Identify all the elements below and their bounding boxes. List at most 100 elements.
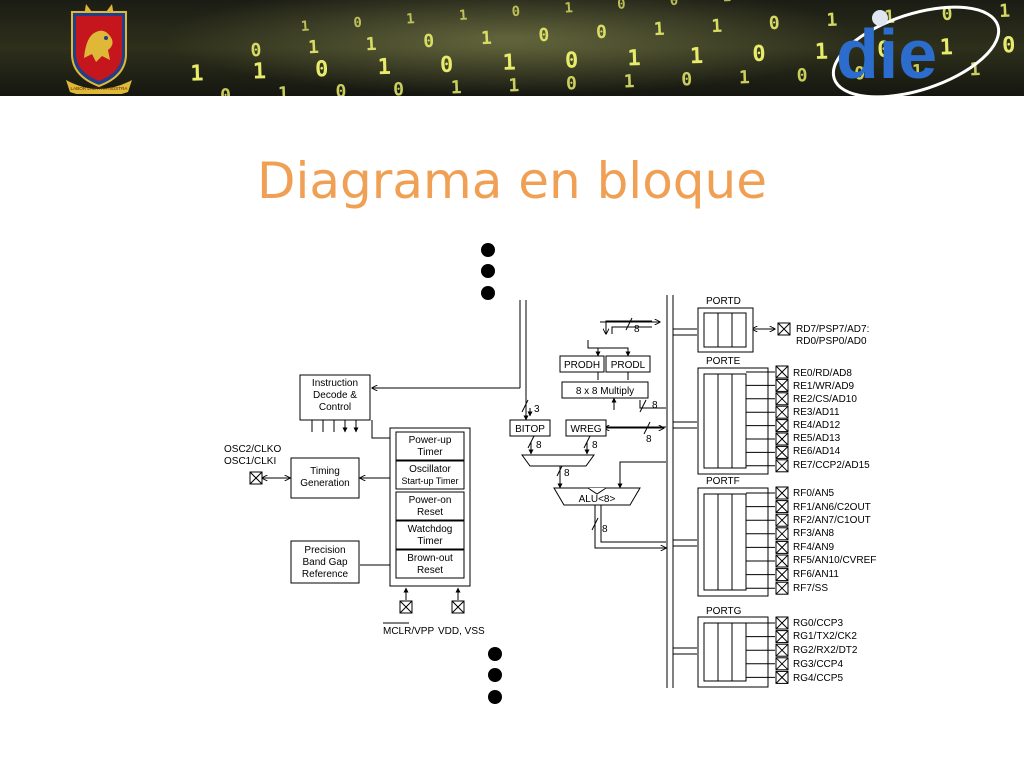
- pin-label: RF7/SS: [793, 583, 828, 594]
- pin-connector-icon: [775, 405, 789, 419]
- pin-label: RG1/TX2/CK2: [793, 631, 857, 642]
- block-label: PRODL: [611, 360, 646, 371]
- bus-width-label: 8: [536, 440, 542, 451]
- pin-connector-icon: [775, 432, 789, 446]
- pin-label: MCLR/VPP: [383, 626, 434, 637]
- pin-label: RD7/PSP7/AD7:: [796, 324, 869, 335]
- block-label: Reference: [302, 569, 349, 580]
- pin-connector-icon: [775, 581, 789, 595]
- pin-label: RF2/AN7/C1OUT: [793, 515, 871, 526]
- pin-connector-icon: [775, 378, 789, 392]
- port-e: PORTE RE0/RD/AD8 RE1/WR/AD9 RE2/CS/AD10 …: [697, 356, 870, 475]
- alu-block: ALU<8>: [553, 487, 641, 506]
- pin-connector-icon: [775, 419, 789, 433]
- pin-label: RG0/CCP3: [793, 618, 843, 629]
- pin-connector-icon: [775, 568, 789, 582]
- pin-connector-icon: [775, 459, 789, 473]
- block-label: Timer: [417, 536, 443, 547]
- pin-connector-icon: [775, 392, 789, 406]
- pin-connector-icon: [775, 513, 789, 527]
- block-label: Band Gap: [302, 557, 347, 568]
- block-label: Decode &: [313, 390, 357, 401]
- port-d: PORTD RD7/PSP7/AD7: RD0/PSP0/AD0: [697, 296, 869, 353]
- ellipsis-dots-bottom: [488, 647, 502, 704]
- osc-label: OSC1/CLKI: [224, 456, 276, 467]
- university-crest-logo: LABOR LAETITIA NOSTRA: [66, 4, 132, 94]
- pin-label: RF4/AN9: [793, 542, 835, 553]
- vdd-pin-icon: [451, 600, 465, 614]
- port-g: PORTG RG0/CCP3 RG1/TX2/CK2 RG2/RX2/DT2 R…: [697, 606, 858, 688]
- pin-label: RF1/AN6/C2OUT: [793, 502, 871, 513]
- block-label: Timing: [310, 466, 340, 477]
- pin-label: RE4/AD12: [793, 420, 841, 431]
- pin-connector-icon: [775, 365, 789, 379]
- block-label: 8 x 8 Multiply: [576, 386, 634, 397]
- pin-connector-icon: [775, 630, 789, 644]
- pin-label: RE6/AD14: [793, 446, 841, 457]
- banner-glow: [160, 0, 860, 96]
- bus-width-ticks: [521, 317, 651, 531]
- pin-connector-icon: [775, 643, 789, 657]
- pin-label: RF0/AN5: [793, 488, 835, 499]
- port-label: PORTF: [706, 476, 740, 487]
- block-label: Start-up Timer: [401, 476, 458, 486]
- dept-logo-text: die: [836, 15, 937, 93]
- pin-label: RG2/RX2/DT2: [793, 645, 858, 656]
- bus-width-label: 8: [564, 468, 570, 479]
- bus-width-label: 8: [646, 434, 652, 445]
- header-banner: 1 0 1 1 0 1 0 0 1 1 0 1 0 0 1 1 0 1 0 0 …: [0, 0, 1024, 96]
- product-registers: PRODH PRODL 8 x 8 Multiply: [559, 355, 651, 399]
- pin-connector-icon: [775, 500, 789, 514]
- pin-connector-icon: [777, 322, 791, 336]
- port-f: PORTF RF0/AN5 RF1/AN6/C2OUT RF2/AN7/C1OU…: [697, 476, 876, 597]
- pin-connector-icon: [775, 486, 789, 500]
- block-diagram: 8 8 3 8 8 8 8 8 PORTD RD7/PSP7/AD7: RD0/…: [224, 243, 876, 704]
- mclr-pin-icon: [399, 600, 413, 614]
- pin-label: RE5/AD13: [793, 433, 841, 444]
- bus-width-label: 8: [602, 524, 608, 535]
- block-label: Watchdog: [408, 524, 453, 535]
- pin-connector-icon: [775, 527, 789, 541]
- slide-title: Diagrama en bloque: [257, 152, 767, 210]
- block-label: Timer: [417, 447, 443, 458]
- pin-label: RE1/WR/AD9: [793, 381, 855, 392]
- block-label: Brown-out: [407, 553, 453, 564]
- osc-label: OSC2/CLKO: [224, 444, 281, 455]
- port-label: PORTG: [706, 606, 742, 617]
- block-label: Control: [319, 402, 351, 413]
- block-label: Power-up: [409, 435, 452, 446]
- osc-pin-icon: [249, 471, 263, 485]
- precision-band-gap-block: Precision Band Gap Reference: [290, 540, 360, 584]
- block-label: Generation: [300, 478, 349, 489]
- block-label: Precision: [304, 545, 345, 556]
- pin-label: RF5/AN10/CVREF: [793, 555, 876, 566]
- pin-label: RE0/RD/AD8: [793, 368, 852, 379]
- dept-die-logo: die: [831, 5, 1001, 96]
- block-label: Reset: [417, 565, 443, 576]
- crest-motto: LABOR LAETITIA NOSTRA: [71, 86, 129, 91]
- reset-timers-column: Power-up Timer Oscillator Start-up Timer…: [389, 427, 471, 587]
- pin-label: RG4/CCP5: [793, 673, 843, 684]
- block-label: Reset: [417, 507, 443, 518]
- pin-label: RE7/CCP2/AD15: [793, 460, 870, 471]
- pin-label: RE3/AD11: [793, 407, 840, 418]
- pin-label: RD0/PSP0/AD0: [796, 336, 867, 347]
- block-label: ALU<8>: [579, 494, 616, 505]
- block-label: BITOP: [515, 424, 545, 435]
- bus-width-label: 8: [634, 324, 640, 335]
- pin-label: RE2/CS/AD10: [793, 394, 857, 405]
- bus-width-label: 3: [534, 404, 540, 415]
- pin-label: RF3/AN8: [793, 528, 835, 539]
- port-label: PORTD: [706, 296, 741, 307]
- pin-connector-icon: [775, 540, 789, 554]
- pin-connector-icon: [775, 670, 789, 684]
- bus-width-label: 8: [592, 440, 598, 451]
- pin-connector-icon: [775, 616, 789, 630]
- pin-connector-icon: [775, 554, 789, 568]
- instruction-decode-block: Instruction Decode & Control: [299, 374, 371, 421]
- block-label: Oscillator: [409, 464, 451, 475]
- bus-width-label: 8: [652, 400, 658, 411]
- timing-generation-block: Timing Generation: [290, 457, 360, 499]
- block-label: WREG: [570, 424, 601, 435]
- pin-label: VDD, VSS: [438, 626, 485, 637]
